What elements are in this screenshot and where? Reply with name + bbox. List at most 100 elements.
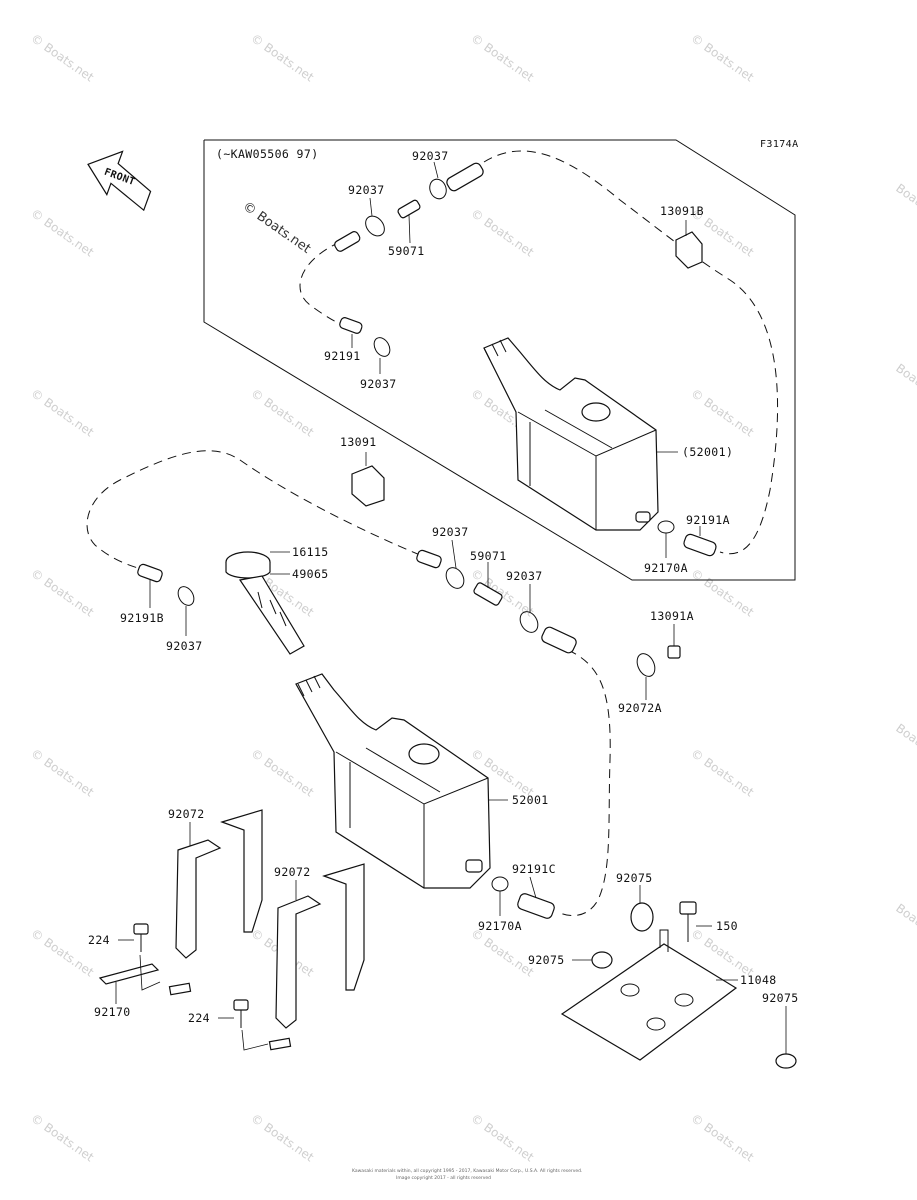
hose-segment [683, 533, 717, 557]
base-plate-assembly [560, 901, 797, 1069]
label-92075: 92075 [762, 991, 799, 1005]
label-92075: 92075 [616, 871, 653, 885]
base-plate-11048 [560, 943, 738, 1061]
plate-92170 [98, 963, 160, 985]
watermark: © Boats.net [248, 1111, 316, 1165]
watermark: © Boats.net [468, 1111, 536, 1165]
watermark: © Boats.net [28, 926, 96, 980]
clamp-ring [519, 611, 539, 633]
bolt-224 [233, 999, 249, 1011]
label-92037: 92037 [506, 569, 543, 583]
tank-brackets [168, 809, 365, 1051]
label-52001-paren: (52001) [682, 445, 733, 459]
lower-parts [137, 465, 681, 919]
label-92037: 92037 [412, 149, 449, 163]
watermark: © Boats.net [688, 31, 756, 85]
watermark: Boats.net [893, 901, 917, 946]
hose-segment [541, 626, 577, 654]
diagram-code: F3174A [760, 139, 799, 150]
watermark: © Boats.net [28, 386, 96, 440]
grommet-92075 [591, 951, 613, 969]
label-13091A: 13091A [650, 609, 694, 623]
filler-cap-16115 [225, 562, 271, 579]
clamp-ring [636, 653, 656, 677]
label-13091B: 13091B [660, 204, 704, 218]
watermark: © Boats.net [688, 386, 756, 440]
fitting-59071 [473, 582, 503, 606]
watermark: © Boats.net [468, 31, 536, 85]
variant-box: (~KAW05506 97) [203, 139, 796, 581]
clamp-ring [445, 567, 465, 589]
hose-segment [446, 162, 484, 192]
boats-net-watermark: © Boats.net [240, 199, 314, 257]
fitting-59071 [397, 199, 421, 219]
rubber-block-13091 [351, 465, 385, 507]
bracket-92072 [175, 839, 222, 959]
watermark: © Boats.net [28, 566, 96, 620]
label-92170A: 92170A [478, 919, 522, 933]
watermark: Boats.net [893, 181, 917, 226]
rubber-block-13091B [675, 231, 703, 269]
bracket-92072 [322, 863, 365, 991]
upper-parts [334, 162, 717, 557]
footer-copyright: Kawasaki materials within, all copyright… [352, 1168, 582, 1174]
clamp-ring [373, 337, 391, 357]
label-92072: 92072 [274, 865, 311, 879]
clamp-ring [177, 586, 195, 606]
label-224: 224 [188, 1011, 210, 1025]
label-150: 150 [716, 919, 738, 933]
washer-92075 [775, 1053, 797, 1069]
oil-tank-upper [483, 337, 659, 531]
bracket-92072 [220, 809, 263, 933]
watermark: © Boats.net [28, 31, 96, 85]
hose-segment [416, 549, 442, 569]
label-92191B: 92191B [120, 611, 164, 625]
label-92037: 92037 [432, 525, 469, 539]
label-92191C: 92191C [512, 862, 556, 876]
oil-tank-lower [295, 673, 491, 889]
watermark: © Boats.net [248, 386, 316, 440]
label-92170: 92170 [94, 1005, 131, 1019]
filler-neck-49065 [238, 575, 305, 655]
label-224: 224 [88, 933, 110, 947]
watermark: © Boats.net [248, 746, 316, 800]
label-92037: 92037 [166, 639, 203, 653]
lower-hose-lines [86, 450, 611, 917]
label-11048: 11048 [740, 973, 777, 987]
filler-cap-assembly [225, 551, 305, 655]
part-labels: 92037 92037 59071 13091B 92191 92037 (52… [88, 149, 799, 1025]
leader-lines [115, 161, 787, 1054]
watermark: © Boats.net [28, 206, 96, 260]
label-92072A: 92072A [618, 701, 662, 715]
watermark: Boats.net [893, 361, 917, 406]
front-arrow-icon: FRONT [87, 150, 152, 212]
watermark: © Boats.net [688, 566, 756, 620]
watermark: Boats.net [893, 721, 917, 766]
label-92037: 92037 [360, 377, 397, 391]
label-59071: 59071 [470, 549, 507, 563]
watermark: © Boats.net [28, 746, 96, 800]
watermark: © Boats.net [468, 926, 536, 980]
label-16115: 16115 [292, 545, 329, 559]
clamp-ring [365, 215, 385, 237]
clamp-ring [491, 876, 509, 892]
hose-segment [137, 563, 163, 583]
grommet-92075 [630, 902, 654, 932]
watermark: © Boats.net [688, 746, 756, 800]
footer-copyright-2: Image copyright 2017 - all rights reserv… [396, 1175, 491, 1181]
watermark: © Boats.net [688, 1111, 756, 1165]
label-52001: 52001 [512, 793, 549, 807]
hose-segment [334, 231, 361, 252]
variant-note: (~KAW05506 97) [216, 147, 319, 161]
label-92075: 92075 [528, 953, 565, 967]
label-59071: 59071 [388, 244, 425, 258]
clamp-ring [657, 520, 675, 534]
bolt-150 [679, 901, 697, 915]
label-92072: 92072 [168, 807, 205, 821]
label-92037: 92037 [348, 183, 385, 197]
upper-hose-lines [299, 150, 779, 555]
label-13091: 13091 [340, 435, 377, 449]
clamp-ring [429, 178, 447, 200]
hose-segment [517, 893, 555, 919]
